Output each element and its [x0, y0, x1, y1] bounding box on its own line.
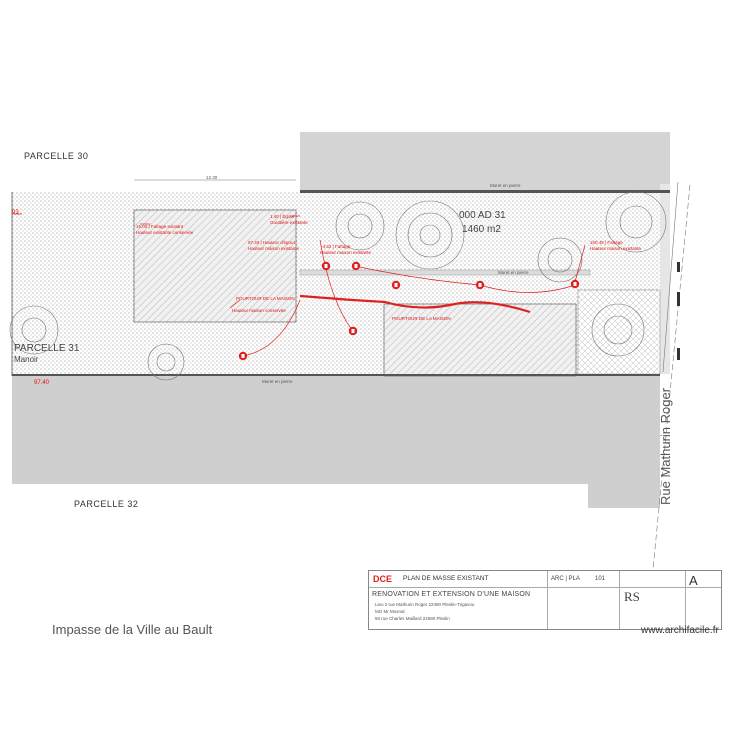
parcel-32-label: PARCELLE 32 — [74, 499, 139, 509]
road-extension — [588, 376, 660, 508]
annotation-12: Hauteur maison existante — [590, 246, 642, 251]
office-logo: RS — [624, 589, 640, 604]
lot-area-label: 1460 m2 — [462, 224, 501, 235]
parcel-30-label: PARCELLE 30 — [24, 151, 89, 161]
street-east-edge — [662, 181, 679, 373]
level-left-top: 93 — [12, 210, 19, 216]
title-block-divider-h — [369, 587, 721, 588]
existing-house-annex — [383, 303, 577, 377]
project-owner-address: 50 rue Charles Maillard 22680 Pleslin — [375, 616, 450, 621]
tree-canopy-3 — [605, 191, 667, 253]
title-block-divider-v1 — [547, 571, 548, 629]
project-title: RENOVATION ET EXTENSION D'UNE MAISON — [372, 591, 531, 598]
street-south-label: Impasse de la Ville au Bault — [52, 622, 213, 637]
tree-canopy-7 — [335, 201, 385, 251]
title-block-divider-v3 — [685, 571, 686, 629]
annotation-5: 97.40 | Hauteur d'égout — [248, 240, 295, 245]
stone-wall-north — [300, 190, 670, 193]
annotation-3: 1.40 | Égout — [270, 214, 295, 219]
lot-id-label: 000 AD 31 — [459, 210, 506, 221]
drawing-code: ARC | PLA — [551, 576, 580, 582]
parcel-31-name: PARCELLE 31 — [14, 343, 80, 354]
stone-wall-south — [12, 374, 660, 376]
terrace-east — [577, 289, 661, 375]
watermark-link[interactable]: www.archifacile.fr — [641, 625, 719, 636]
annotation-11: 100.49 | Faîtage — [590, 240, 623, 245]
road-street-east-edge — [660, 184, 670, 374]
tree-canopy-1 — [395, 200, 465, 270]
annotation-2: Hauteur existante conservée — [136, 230, 194, 235]
revision-index: A — [689, 573, 698, 588]
level-left: 97.40 — [34, 380, 50, 386]
tree-canopy-6 — [9, 305, 59, 355]
parcel-31-label: PARCELLE 31 Manoir — [14, 343, 79, 365]
annotation-7: +4.52 | Faîtage — [320, 244, 351, 249]
project-owner: MO Mr Mosnal — [375, 609, 405, 614]
drawing-number: 101 — [595, 576, 606, 582]
tree-canopy-4 — [591, 303, 645, 357]
project-location: Lieu 2 rue Mathurin Roger 22490 Pleslin-… — [375, 602, 475, 607]
dim-top-label: 12.30 — [206, 175, 218, 180]
red-leader-lines — [12, 213, 586, 357]
existing-house-main — [133, 209, 297, 323]
title-block: DCE PLAN DE MASSE EXISTANT ARC | PLA 101… — [368, 570, 722, 630]
street-east-label: Rue Mathurin Roger — [658, 387, 673, 505]
stone-wall-path — [299, 269, 591, 276]
annotation-9: POURTOUR DE LA MAISON — [236, 296, 295, 301]
parcel-north-strip — [300, 132, 670, 192]
road-impasse — [12, 376, 660, 484]
title-block-divider-v2 — [619, 571, 620, 629]
red-marker-inner — [241, 264, 577, 358]
parcel-31-manor: Manoir — [14, 355, 39, 364]
drawing-title: PLAN DE MASSE EXISTANT — [403, 575, 489, 582]
red-section-cut — [299, 294, 531, 314]
street-east-markers — [677, 262, 680, 360]
wall-label-top: Muret en pierre — [490, 183, 521, 188]
tree-canopy-5 — [147, 343, 185, 381]
wall-label-center: Muret en pierre — [498, 270, 529, 275]
annotation-1: 16.00 | Faîtage existant — [136, 224, 183, 229]
annotation-8: Hauteur maison existante — [320, 250, 372, 255]
wall-label-bottom: Muret en pierre — [262, 379, 293, 384]
street-east-axis — [651, 184, 691, 581]
annotation-4: Gouttière existante — [270, 220, 308, 225]
annotation-13: POURTOUR DE LA MAISON — [392, 316, 451, 321]
annotation-10: Hauteur maison conservée — [232, 308, 286, 313]
tree-canopy-2 — [537, 237, 583, 283]
phase-label: DCE — [373, 574, 393, 584]
annotation-6: Hauteur maison existante — [248, 246, 300, 251]
